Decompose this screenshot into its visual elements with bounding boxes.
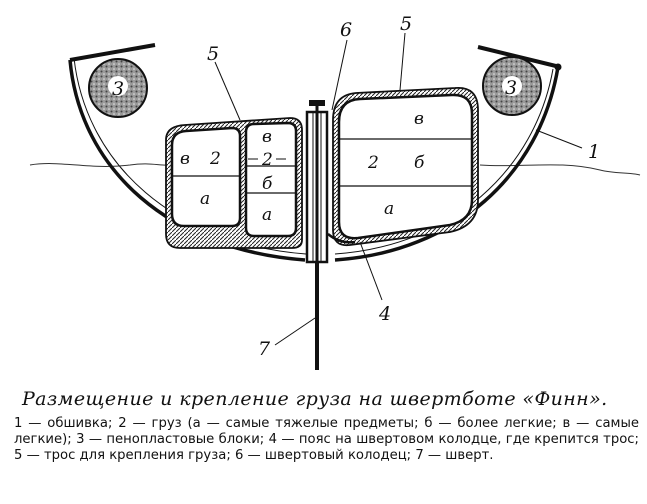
- caption-legend: 1 — обшивка; 2 — груз (а — самые тяжелые…: [14, 416, 639, 463]
- label-trunk: 6: [340, 19, 352, 41]
- centerboard-head: [309, 100, 325, 106]
- label-right-heavy: а: [384, 199, 394, 219]
- label-left-heavy: а: [200, 189, 210, 209]
- cargo-left-inner: [244, 121, 298, 238]
- hull-lining-right: [334, 66, 560, 262]
- label-inner-heavy: а: [262, 205, 272, 225]
- label-right-lighter: б: [414, 153, 425, 173]
- label-centerboard: 7: [258, 338, 271, 360]
- label-belt: 4: [378, 303, 391, 325]
- caption-title: Размещение и крепление груза на швертбот…: [22, 388, 608, 410]
- label-left-lightest: в: [180, 149, 190, 169]
- cargo-right: [337, 93, 474, 240]
- deck-left: [69, 43, 156, 62]
- cargo-left-outer: [170, 126, 242, 228]
- label-inner-lighter: б: [262, 174, 273, 194]
- boat-cross-section-diagram: 1 3 3 6 5 5 4 7 в 2 а в 2 б а в 2 б а: [29, 13, 641, 370]
- label-cable-left: 5: [207, 43, 219, 65]
- label-left-cargo: 2: [209, 149, 221, 169]
- label-inner-lightest: в: [262, 127, 272, 147]
- label-lining: 1: [588, 141, 600, 163]
- label-cable-right: 5: [400, 13, 412, 35]
- waterline-left: [29, 163, 171, 167]
- label-foam-right: 3: [505, 77, 517, 99]
- label-right-lightest: в: [414, 109, 424, 129]
- hull-lining: [68, 59, 306, 262]
- label-inner-cargo: 2: [261, 150, 273, 170]
- label-right-cargo: 2: [367, 153, 379, 173]
- label-foam-left: 3: [112, 78, 124, 100]
- belt: [327, 233, 356, 244]
- figure-caption: Размещение и крепление груза на швертбот…: [14, 388, 639, 464]
